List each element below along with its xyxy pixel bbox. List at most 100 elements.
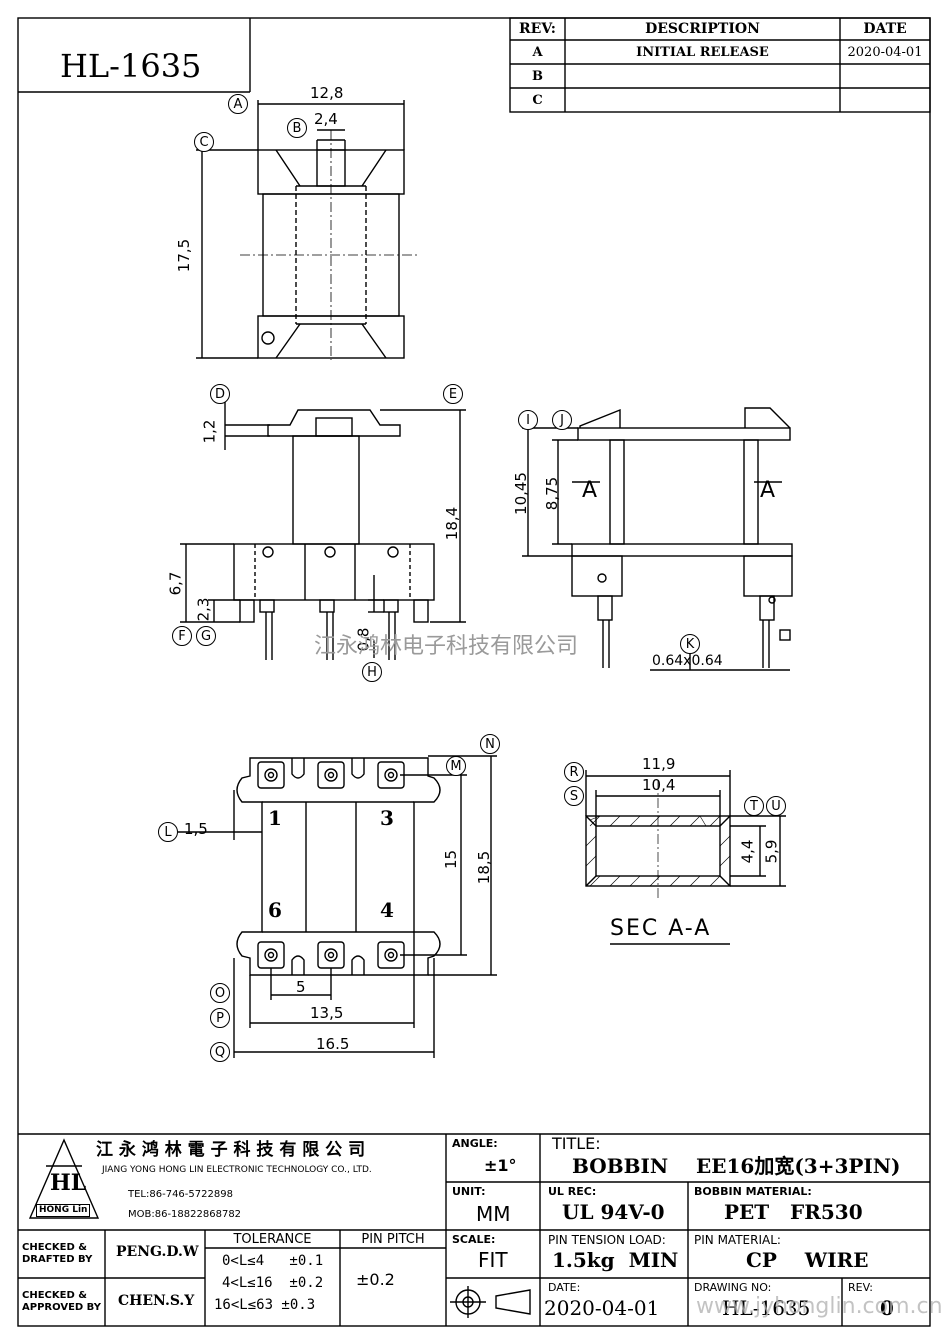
- date-header: DATE: [863, 21, 907, 37]
- right-view: [522, 407, 793, 671]
- title-label: TITLE:: [552, 1134, 601, 1153]
- pin-tension-label: PIN TENSION LOAD:: [548, 1233, 666, 1247]
- datum-b: B: [287, 118, 307, 138]
- drawing-no-value: HL-1635: [722, 1296, 811, 1320]
- section-title: SEC A-A: [610, 916, 712, 941]
- datum-o: O: [210, 983, 230, 1003]
- pin-number-6: 6: [268, 898, 282, 922]
- tolerance-row-2: 4<L≤16 ±0.2: [222, 1275, 324, 1291]
- tolerance-row-1: 0<L≤4 ±0.1: [222, 1253, 324, 1269]
- rev-label-footer: REV:: [848, 1281, 873, 1294]
- title-value: BOBBIN EE16加宽(3+3PIN): [572, 1154, 901, 1178]
- dim-top-height: 17,5: [175, 238, 194, 273]
- bobbin-material-value: PET FR530: [724, 1200, 863, 1224]
- ul-value: UL 94V-0: [562, 1200, 665, 1224]
- datum-f: F: [172, 626, 192, 646]
- scale-value: FIT: [478, 1248, 508, 1272]
- top-view: [196, 100, 420, 360]
- datum-t: T: [744, 796, 764, 816]
- section-view: [585, 770, 786, 945]
- rev-row-a-rev: A: [532, 44, 543, 60]
- revision-table-border: [509, 17, 931, 113]
- logo-text: HL: [50, 1170, 87, 1196]
- checked-drafted-value: PENG.D.W: [116, 1244, 199, 1260]
- rev-header: REV:: [519, 21, 556, 37]
- dim-right-10-45: 10,45: [511, 472, 530, 515]
- dim-sec-5-9: 5,9: [762, 839, 781, 864]
- description-header: DESCRIPTION: [645, 21, 760, 37]
- datum-m: M: [446, 756, 466, 776]
- datum-r: R: [564, 762, 584, 782]
- section-mark-left: A: [582, 478, 598, 503]
- rev-row-a-date: 2020-04-01: [847, 44, 923, 60]
- datum-d: D: [210, 384, 230, 404]
- pin-material-label: PIN MATERIAL:: [694, 1233, 781, 1247]
- outer-frame: [17, 17, 931, 1327]
- datum-h: H: [362, 662, 382, 682]
- dim-top-width: 12,8: [310, 84, 344, 102]
- datum-q: Q: [210, 1042, 230, 1062]
- ul-label: UL REC:: [548, 1185, 597, 1198]
- dim-bottom-13-5: 13,5: [310, 1004, 344, 1022]
- tolerance-label: TOLERANCE: [233, 1231, 312, 1247]
- dim-side-1-2: 1,2: [200, 419, 219, 444]
- pin-pitch-value: ±0.2: [356, 1270, 395, 1289]
- date-label: DATE:: [548, 1281, 581, 1294]
- dim-right-8-75: 8,75: [543, 476, 562, 511]
- date-value: 2020-04-01: [544, 1296, 660, 1320]
- datum-g: G: [196, 626, 216, 646]
- rev-row-c-rev: C: [532, 92, 543, 108]
- dim-side-6-7: 6,7: [166, 571, 185, 596]
- checked-approved-value: CHEN.S.Y: [118, 1293, 195, 1309]
- datum-e: E: [443, 384, 463, 404]
- dim-bottom-5: 5: [296, 978, 306, 996]
- section-mark-right: A: [760, 478, 776, 503]
- tolerance-row-3: 16<L≤63 ±0.3: [214, 1297, 316, 1313]
- datum-n: N: [480, 734, 500, 754]
- angle-value: ±1°: [484, 1156, 517, 1175]
- pin-number-3: 3: [380, 806, 394, 830]
- drawing-no-label: DRAWING NO:: [694, 1281, 772, 1294]
- rev-row-b-rev: B: [532, 68, 543, 84]
- pin-pitch-label: PIN PITCH: [361, 1231, 425, 1247]
- bobbin-material-label: BOBBIN MATERIAL:: [694, 1185, 812, 1198]
- title-block-grid: [18, 1133, 930, 1326]
- footer-watermark: www.jyhonglin.com.cn: [696, 1294, 943, 1319]
- dim-side-18-4: 18,4: [443, 506, 462, 541]
- company-mob: MOB:86-18822868782: [128, 1209, 242, 1220]
- side-view: [180, 400, 466, 660]
- datum-a: A: [228, 94, 248, 114]
- company-en: JIANG YONG HONG LIN ELECTRONIC TECHNOLOG…: [102, 1165, 372, 1175]
- dim-top-slot: 2,4: [314, 110, 338, 128]
- unit-label: UNIT:: [452, 1185, 486, 1198]
- dim-sec-11-9: 11,9: [642, 755, 676, 773]
- dim-bottom-16-5: 16.5: [316, 1035, 350, 1053]
- header-part-number: HL-1635: [60, 47, 202, 85]
- unit-value: MM: [476, 1202, 511, 1226]
- checked-drafted-label: CHECKED & DRAFTED BY: [22, 1242, 93, 1265]
- pin-number-4: 4: [380, 898, 394, 922]
- center-watermark: 江永鸿林电子科技有限公司: [314, 634, 579, 659]
- rev-row-a-desc: INITIAL RELEASE: [636, 44, 769, 60]
- datum-u: U: [766, 796, 786, 816]
- pin-number-1: 1: [268, 806, 282, 830]
- logo-sub: HONG Lin: [36, 1204, 91, 1217]
- datum-k: K: [680, 634, 700, 654]
- dim-bottom-15: 15: [442, 849, 461, 870]
- dim-bottom-1-5: 1,5: [184, 820, 208, 838]
- dim-pin-size: 0.64x0.64: [652, 653, 723, 669]
- pin-material-value: CP WIRE: [746, 1248, 869, 1272]
- datum-j: J: [552, 410, 572, 430]
- company-cn: 江 永 鸿 林 電 子 科 技 有 限 公 司: [96, 1140, 366, 1160]
- datum-p: P: [210, 1008, 230, 1028]
- datum-c: C: [194, 132, 214, 152]
- dim-bottom-18-5: 18,5: [475, 850, 494, 885]
- rev-value-footer: 0: [880, 1296, 894, 1320]
- dim-sec-10-4: 10,4: [642, 776, 676, 794]
- dim-side-2-3: 2,3: [194, 597, 213, 622]
- pin-tension-value: 1.5kg MIN: [552, 1248, 679, 1272]
- checked-approved-label: CHECKED & APPROVED BY: [22, 1290, 101, 1313]
- datum-s: S: [564, 786, 584, 806]
- datum-i: I: [518, 410, 538, 430]
